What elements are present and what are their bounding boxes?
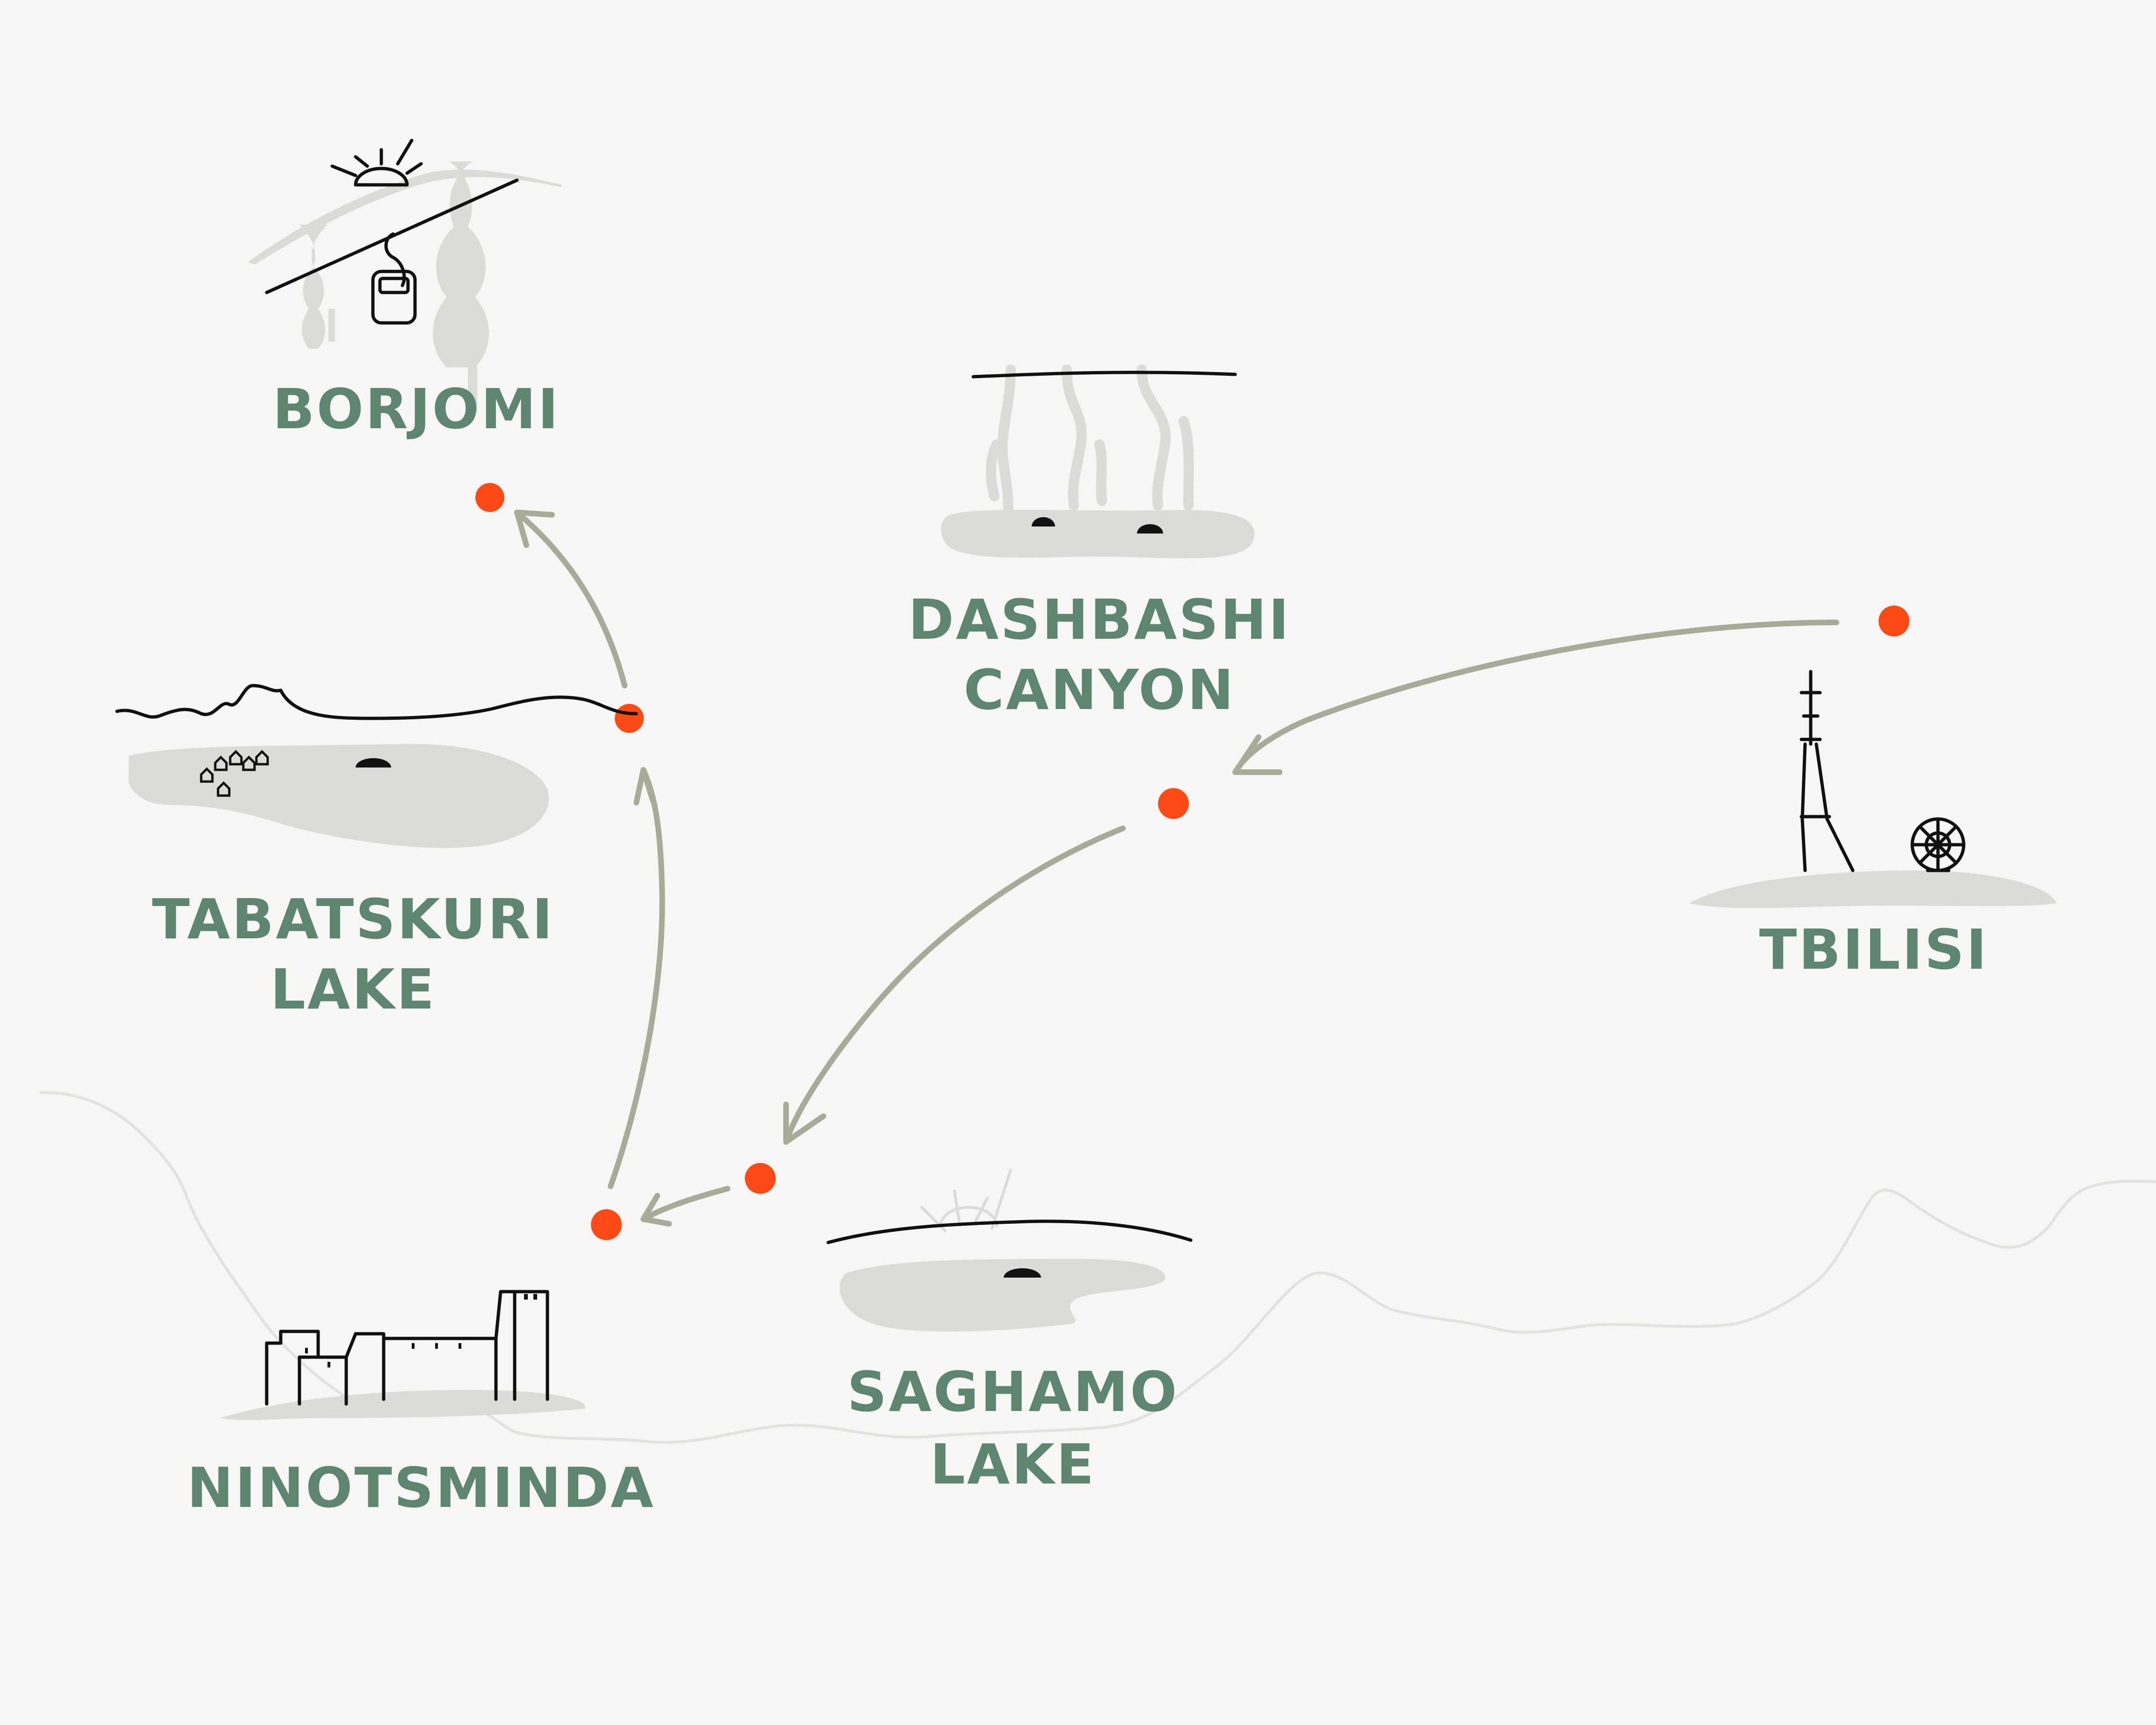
stop-tbilisi-dot[interactable]	[1879, 606, 1909, 636]
stop-saghamo-dot[interactable]	[745, 1163, 776, 1194]
route-arrowhead	[1232, 734, 1282, 775]
label-ninotsminda: NINOTSMINDA	[187, 1455, 656, 1520]
stop-dashbashi-dot[interactable]	[1158, 788, 1189, 819]
tv-tower-ferris-wheel-icon	[1689, 670, 2056, 908]
canyon-waterfall-icon	[941, 365, 1254, 559]
route-saghamo-ninotsminda	[641, 1186, 730, 1222]
cable-car-icon	[248, 139, 561, 412]
label-tbilisi: TBILISI	[1759, 917, 1988, 982]
stop-tabatskuri-dot[interactable]	[615, 704, 644, 733]
route-arrowhead	[634, 767, 656, 805]
lake-village-icon	[115, 684, 638, 848]
route-arrowhead	[514, 510, 555, 548]
river-line	[39, 1091, 2156, 1444]
route-arrowhead	[783, 1102, 826, 1145]
label-saghamo-line1: SAGHAMO	[847, 1360, 1179, 1424]
route-dashbashi-saghamo	[783, 826, 1126, 1145]
lake-sunrise-icon	[826, 1169, 1193, 1332]
label-tabatskuri-line2: LAKE	[270, 957, 437, 1022]
place-labels: BORJOMI DASHBASHI CANYON TBILISI TABATSK…	[152, 377, 1988, 1520]
route-arrowhead	[641, 1193, 672, 1227]
label-borjomi: BORJOMI	[273, 377, 561, 441]
fortress-icon	[220, 1290, 585, 1420]
label-saghamo-line2: LAKE	[930, 1432, 1096, 1497]
stop-ninotsminda-dot[interactable]	[591, 1209, 622, 1240]
label-dashbashi-line1: DASHBASHI	[908, 587, 1291, 652]
stop-borjomi-dot[interactable]	[475, 483, 504, 512]
route-segments	[514, 510, 1839, 1227]
label-tabatskuri-line1: TABATSKURI	[152, 887, 554, 951]
label-dashbashi-line2: CANYON	[964, 658, 1236, 722]
route-ninotsminda-tabatskuri	[608, 767, 665, 1189]
route-tbilisi-dashbashi	[1232, 620, 1839, 775]
route-tabatskuri-borjomi	[514, 510, 627, 688]
